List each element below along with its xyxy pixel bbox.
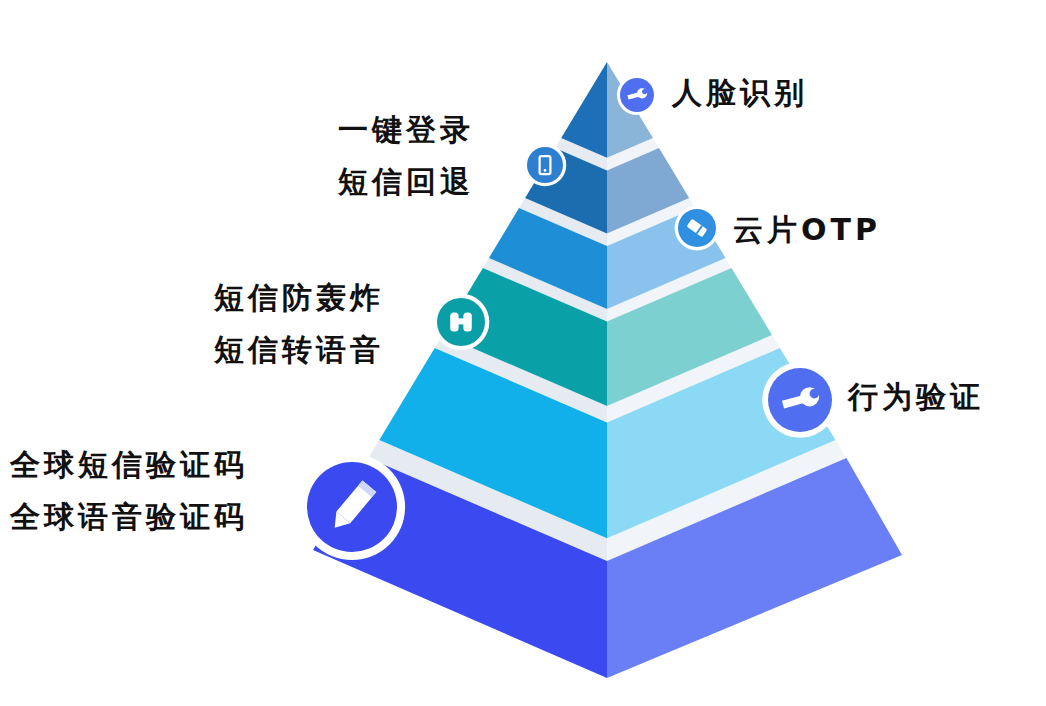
tier-left-face xyxy=(313,458,607,678)
tier-label-group: 行为验证 xyxy=(848,377,984,417)
pyramid-tier: 全球短信验证码全球语音验证码 xyxy=(0,458,1046,677)
tier-shape xyxy=(0,268,1046,278)
tier-icon xyxy=(433,294,490,351)
tier-label: 云片OTP xyxy=(733,210,881,250)
tier-label: 行为验证 xyxy=(848,377,984,417)
tier-label-group: 一键登录短信回退 xyxy=(338,110,474,202)
tier-label: 短信转语音 xyxy=(214,330,384,370)
tier-label: 短信防轰炸 xyxy=(214,278,384,318)
pyramid-tier: 人脸识别 xyxy=(0,62,1046,158)
tier-label-group: 云片OTP xyxy=(733,210,881,250)
tier-shape xyxy=(0,62,1046,72)
tier-right-face xyxy=(607,458,902,678)
tier-label-group: 全球短信验证码全球语音验证码 xyxy=(10,445,248,537)
tier-label-group: 短信防轰炸短信转语音 xyxy=(214,278,384,370)
tier-icon xyxy=(762,362,838,438)
tier-label: 全球短信验证码 xyxy=(10,445,248,485)
tier-label-group: 人脸识别 xyxy=(672,73,808,113)
tier-label: 全球语音验证码 xyxy=(10,497,248,537)
tier-left-face xyxy=(561,62,607,158)
tier-icon xyxy=(524,144,566,186)
tier-label: 一键登录 xyxy=(338,110,474,150)
tier-icon xyxy=(675,206,720,251)
tier-shape xyxy=(0,208,1046,218)
tier-label: 人脸识别 xyxy=(672,73,808,113)
tier-label: 短信回退 xyxy=(338,162,474,202)
tier-shape xyxy=(0,348,1046,358)
tier-icon xyxy=(617,75,657,115)
tier-icon xyxy=(299,454,405,560)
tier-shape xyxy=(0,148,1046,158)
